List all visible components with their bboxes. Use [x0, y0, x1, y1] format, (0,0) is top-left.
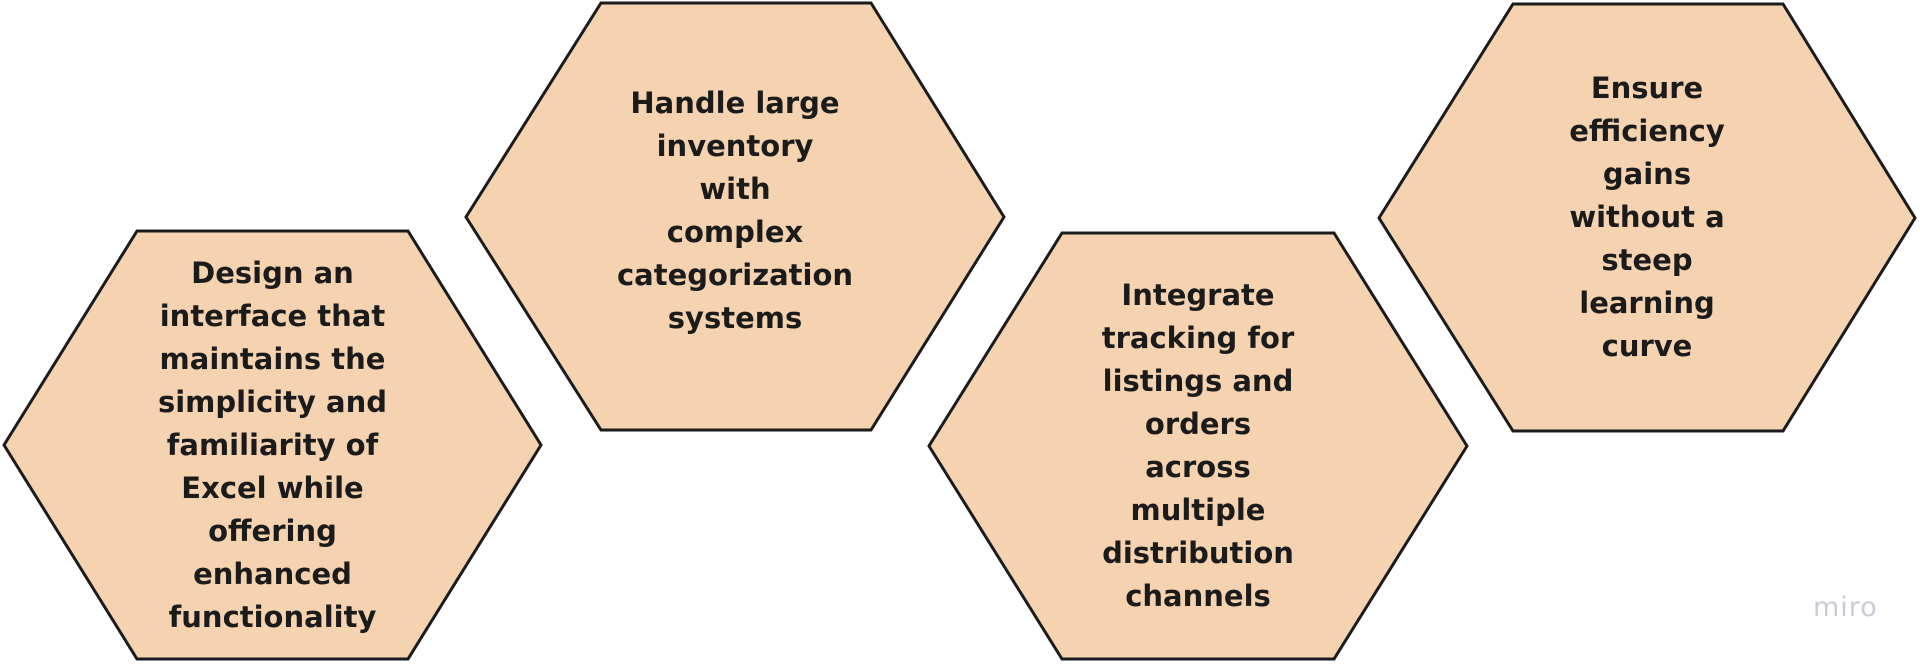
- hexagon-label-line: multiple: [1130, 493, 1266, 527]
- hexagon-label-line: functionality: [168, 599, 377, 634]
- hexagon-label-line: tracking for: [1101, 321, 1295, 355]
- hexagon-label-line: categorization: [616, 257, 854, 292]
- hexagon-label: Design an interface that maintains the s…: [3, 230, 542, 660]
- hexagon-label-line: Ensure efficiency: [1569, 71, 1725, 148]
- hexagon-label-line: Integrate: [1121, 278, 1275, 312]
- hexagon-shape: [927, 231, 1469, 661]
- hexagon-label-line: channels: [1125, 579, 1271, 613]
- hexagon-label-line: gains without a: [1569, 157, 1725, 234]
- hexagon-label-line: orders across: [1144, 407, 1252, 484]
- hexagon-label-line: Excel while: [181, 470, 364, 505]
- hexagon-label-line: enhanced: [193, 556, 352, 591]
- hexagon-sticky-efficiency-gains[interactable]: Ensure efficiency gains without a steep …: [1377, 2, 1917, 433]
- hexagon-label: Handle large inventory with complex cate…: [465, 2, 1005, 431]
- hexagon-shape: [2, 229, 543, 661]
- hexagon-shape: [464, 1, 1006, 432]
- hexagon-label-line: interface that: [159, 298, 386, 333]
- hexagon-sticky-interface-design[interactable]: Design an interface that maintains the s…: [2, 229, 543, 661]
- hexagon-sticky-integrate-tracking[interactable]: Integrate tracking for listings and orde…: [927, 231, 1469, 661]
- miro-watermark-logo: miro: [1813, 592, 1878, 623]
- hexagon-label-line: complex: [666, 214, 804, 249]
- hexagon-label-line: distribution: [1102, 536, 1294, 570]
- hexagon-label-line: familiarity of: [166, 427, 379, 462]
- hexagon-label-line: maintains the: [159, 341, 386, 376]
- hexagon-sticky-large-inventory[interactable]: Handle large inventory with complex cate…: [464, 1, 1006, 432]
- hexagon-label: Ensure efficiency gains without a steep …: [1378, 3, 1916, 432]
- hexagon-label-line: steep learning: [1579, 243, 1715, 320]
- hexagon-label-line: simplicity and: [157, 384, 388, 419]
- hexagon-shape: [1377, 2, 1917, 433]
- hexagon-label-line: listings and: [1102, 364, 1294, 398]
- hexagon-label-line: Design an: [191, 255, 354, 290]
- hexagon-label-line: curve: [1601, 329, 1693, 363]
- hexagon-label-line: inventory with: [656, 128, 814, 206]
- hexagon-label-line: offering: [208, 513, 337, 548]
- hexagon-label: Integrate tracking for listings and orde…: [928, 232, 1468, 660]
- hexagon-label-line: Handle large: [630, 85, 840, 120]
- hexagon-label-line: systems: [667, 300, 803, 335]
